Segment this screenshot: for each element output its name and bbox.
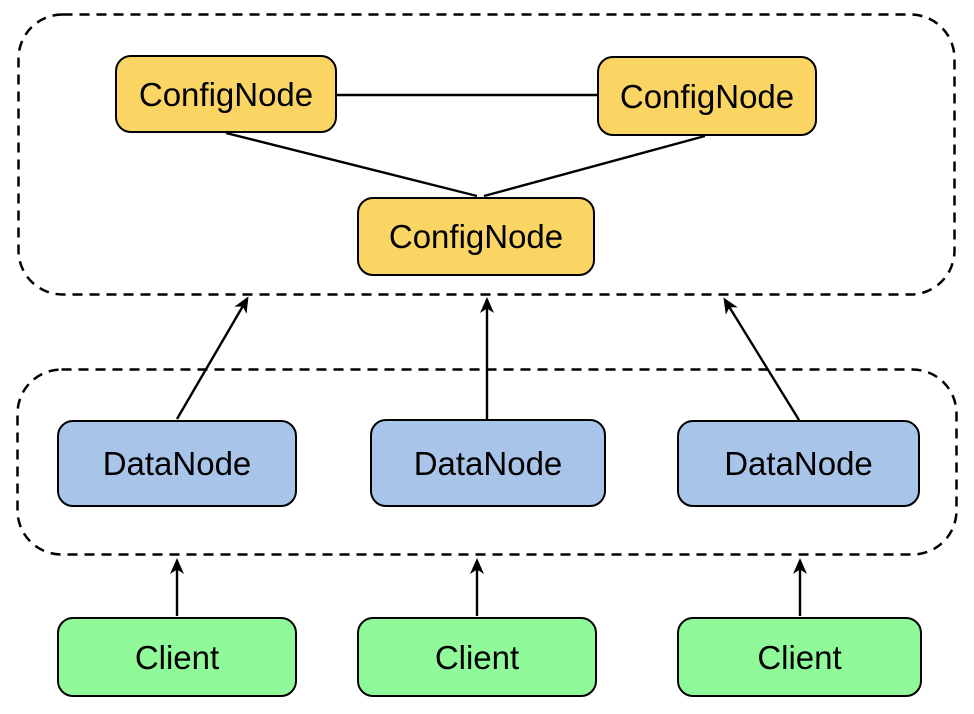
data-node-3: DataNode bbox=[677, 420, 920, 507]
client-3: Client bbox=[677, 617, 922, 697]
config-node-2-label: ConfigNode bbox=[619, 77, 795, 115]
data-node-2: DataNode bbox=[370, 419, 606, 507]
client-1: Client bbox=[57, 617, 297, 697]
config-node-1-label: ConfigNode bbox=[138, 75, 314, 113]
config-node-3-label: ConfigNode bbox=[388, 218, 564, 255]
client-1-label: Client bbox=[134, 638, 220, 676]
config-node-3: ConfigNode bbox=[357, 197, 595, 276]
data-node-3-label: DataNode bbox=[724, 445, 873, 482]
edge-confignode1-confignode3 bbox=[225, 131, 478, 198]
data-node-1-label: DataNode bbox=[102, 445, 252, 482]
edge-datanode3-configcluster bbox=[723, 297, 801, 421]
config-node-2: ConfigNode bbox=[597, 56, 817, 136]
edge-datanode1-configcluster bbox=[175, 296, 249, 420]
config-node-1: ConfigNode bbox=[115, 55, 337, 133]
data-node-1: DataNode bbox=[57, 420, 297, 507]
client-3-label: Client bbox=[757, 638, 842, 676]
config-cluster-outline bbox=[17, 13, 956, 296]
edge-confignode2-confignode3 bbox=[483, 134, 706, 198]
client-2: Client bbox=[357, 617, 597, 697]
client-2-label: Client bbox=[434, 638, 520, 676]
data-node-2-label: DataNode bbox=[413, 444, 563, 482]
